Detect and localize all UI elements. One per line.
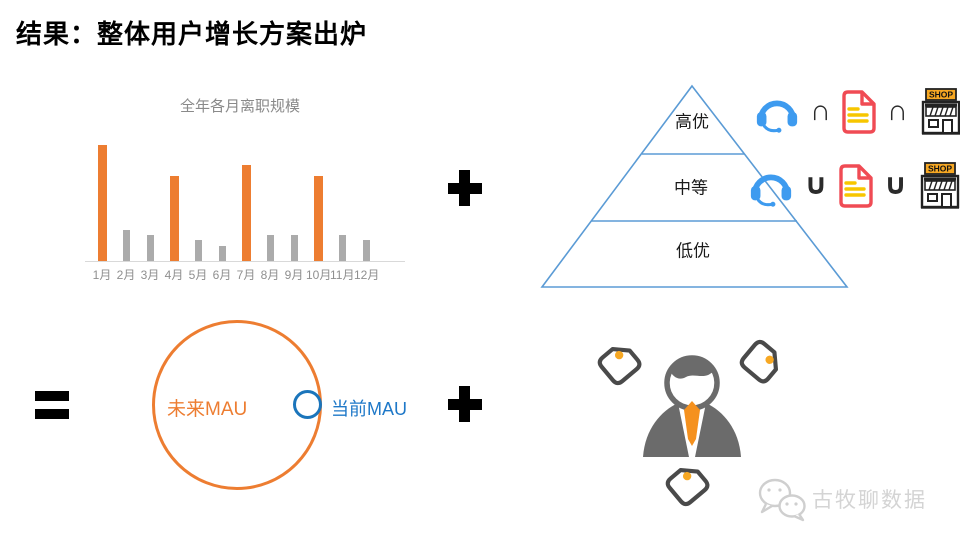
x-tick-label: 1月 xyxy=(92,268,112,282)
bar-column xyxy=(306,145,330,261)
segment-formula-medium: ∪ ∪ SHOP xyxy=(748,162,960,209)
bar-column xyxy=(138,145,162,261)
bar-chart-title: 全年各月离职规模 xyxy=(179,98,300,115)
bar-column xyxy=(90,145,114,261)
bar-column xyxy=(114,145,138,261)
future-mau-label: 未来MAU xyxy=(167,399,248,420)
x-tick-label: 6月 xyxy=(212,268,232,282)
document-icon xyxy=(842,89,876,134)
x-tick-label: 4月 xyxy=(164,268,184,282)
equals-icon xyxy=(35,391,69,420)
document-icon xyxy=(838,163,873,208)
price-tag-icon xyxy=(597,346,642,386)
plus-icon xyxy=(448,170,482,206)
pyramid-tier-medium: 中等 xyxy=(674,178,708,198)
x-tick-label: 9月 xyxy=(284,268,304,282)
x-tick-label: 2月 xyxy=(116,268,136,282)
bar xyxy=(122,230,130,261)
bar-column xyxy=(282,145,306,261)
pyramid-shape xyxy=(540,84,849,288)
pyramid-tier-low: 低优 xyxy=(676,241,710,261)
plus-icon xyxy=(448,386,482,422)
x-tick-label: 10月 xyxy=(306,268,332,282)
current-mau-circle xyxy=(293,390,322,419)
bar xyxy=(194,240,202,261)
svg-text:SHOP: SHOP xyxy=(929,90,953,100)
bar-column xyxy=(162,145,186,261)
shop-icon: SHOP xyxy=(920,162,960,209)
bar xyxy=(338,235,346,261)
price-tag-icon xyxy=(739,339,779,384)
tie xyxy=(684,401,700,446)
shop-icon: SHOP xyxy=(921,88,960,135)
union-operator: ∪ xyxy=(804,169,828,201)
x-tick-label: 5月 xyxy=(188,268,208,282)
pyramid-tier-high: 高优 xyxy=(675,112,709,132)
current-mau-label: 当前MAU xyxy=(331,399,407,419)
bar-column xyxy=(186,145,210,261)
bar-column xyxy=(258,145,282,261)
x-tick-label: 8月 xyxy=(260,268,280,282)
bar xyxy=(362,240,370,261)
price-tag-icon xyxy=(665,467,710,507)
union-operator: ∪ xyxy=(883,169,908,201)
headset-icon xyxy=(750,174,792,207)
bar-chart xyxy=(90,145,378,261)
bar-highlight xyxy=(241,165,251,261)
bar-column xyxy=(234,145,258,261)
watermark-text: 古牧聊数据 xyxy=(812,489,927,512)
bar xyxy=(266,235,274,261)
intersection-operator: ∩ xyxy=(810,95,831,127)
bar-chart-bars xyxy=(90,145,378,261)
bar-column xyxy=(354,145,378,261)
bar-highlight xyxy=(97,145,107,261)
bar-column xyxy=(210,145,234,261)
bar xyxy=(218,246,226,261)
bar-highlight xyxy=(169,176,179,261)
page-title: 结果：整体用户增长方案出炉 xyxy=(16,19,368,49)
x-tick-label: 7月 xyxy=(236,268,256,282)
x-axis-line xyxy=(85,261,405,262)
segment-formula-high: ∩ ∩ SHOP xyxy=(754,88,960,135)
bar xyxy=(290,235,298,261)
user-person-icon xyxy=(643,355,741,457)
wechat-icon xyxy=(758,478,806,522)
x-tick-label: 11月 xyxy=(330,268,355,282)
intersection-operator: ∩ xyxy=(886,95,908,127)
svg-text:SHOP: SHOP xyxy=(928,164,952,174)
priority-pyramid: 高优 中等 低优 xyxy=(530,78,855,290)
bar-column xyxy=(330,145,354,261)
bar xyxy=(146,235,154,261)
x-tick-label: 3月 xyxy=(140,268,160,282)
x-tick-label: 12月 xyxy=(354,268,380,282)
bar-highlight xyxy=(313,176,323,261)
headset-icon xyxy=(756,100,798,133)
